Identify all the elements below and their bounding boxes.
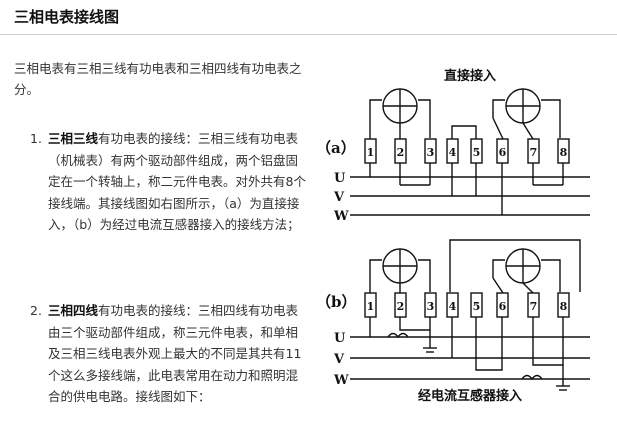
terminal-7-a: 7: [530, 146, 538, 159]
terminal-7-b: 7: [530, 300, 538, 313]
phase-u-b: U: [334, 331, 346, 346]
terminal-3-a: 3: [427, 146, 435, 159]
phase-u-a: U: [334, 171, 346, 186]
page-title: 三相电表接线图: [14, 8, 120, 26]
terminal-5-a: 5: [473, 146, 481, 159]
item-2-text: 有功电表的接线：三相四线有功电表由三个驱动部件组成，称三元件电表，和单相及三相三…: [48, 303, 302, 404]
label-b: （b）: [316, 293, 357, 311]
item-2-paragraph: 三相四线有功电表的接线：三相四线有功电表由三个驱动部件组成，称三元件电表，和单相…: [48, 300, 306, 408]
terminal-8-a: 8: [560, 146, 568, 159]
terminal-2-b: 2: [397, 300, 405, 313]
terminal-2-a: 2: [397, 146, 405, 159]
phase-v-b: V: [333, 352, 345, 367]
title-divider: [0, 34, 617, 35]
label-ct: 经电流互感器接入: [418, 388, 522, 404]
terminal-3-b: 3: [427, 300, 435, 313]
phase-w-b: W: [333, 373, 349, 388]
terminal-8-b: 8: [560, 300, 568, 313]
phase-labels-b: U V W: [333, 331, 349, 388]
phase-w-a: W: [333, 209, 349, 224]
label-a: （a）: [316, 139, 356, 157]
item-1-number: 1.: [30, 131, 42, 146]
item-1-text: 有功电表的接线：三相三线有功电表（机械表）有两个驱动部件组成，两个铝盘固定在一个…: [48, 131, 306, 232]
terminal-4-a: 4: [449, 146, 457, 159]
terminal-6-a: 6: [499, 146, 507, 159]
item-2-number: 2.: [30, 303, 42, 318]
item-1-paragraph: 三相三线有功电表的接线：三相三线有功电表（机械表）有两个驱动部件组成，两个铝盘固…: [48, 128, 306, 236]
label-direct: 直接接入: [444, 68, 496, 84]
item-2-bold: 三相四线: [48, 303, 99, 318]
terminal-1-a: 1: [367, 146, 375, 159]
terminal-5-b: 5: [473, 300, 481, 313]
terminal-6-b: 6: [499, 300, 507, 313]
phase-labels-a: U V W: [333, 171, 349, 224]
item-1-bold: 三相三线: [48, 131, 99, 146]
terminal-1-b: 1: [367, 300, 375, 313]
intro-paragraph: 三相电表有三相三线有功电表和三相四线有功电表之分。: [14, 61, 302, 97]
terminal-4-b: 4: [449, 300, 457, 313]
terminal-numbers-b: 1 2 3 4 5 6 7 8: [367, 300, 568, 313]
wiring-diagram: 直接接入 （a） （b） 经电流互感器接入 U V W U V W 1 2 3 …: [316, 68, 590, 404]
phase-v-a: V: [333, 190, 345, 205]
terminal-numbers-a: 1 2 3 4 5 6 7 8: [367, 146, 568, 159]
